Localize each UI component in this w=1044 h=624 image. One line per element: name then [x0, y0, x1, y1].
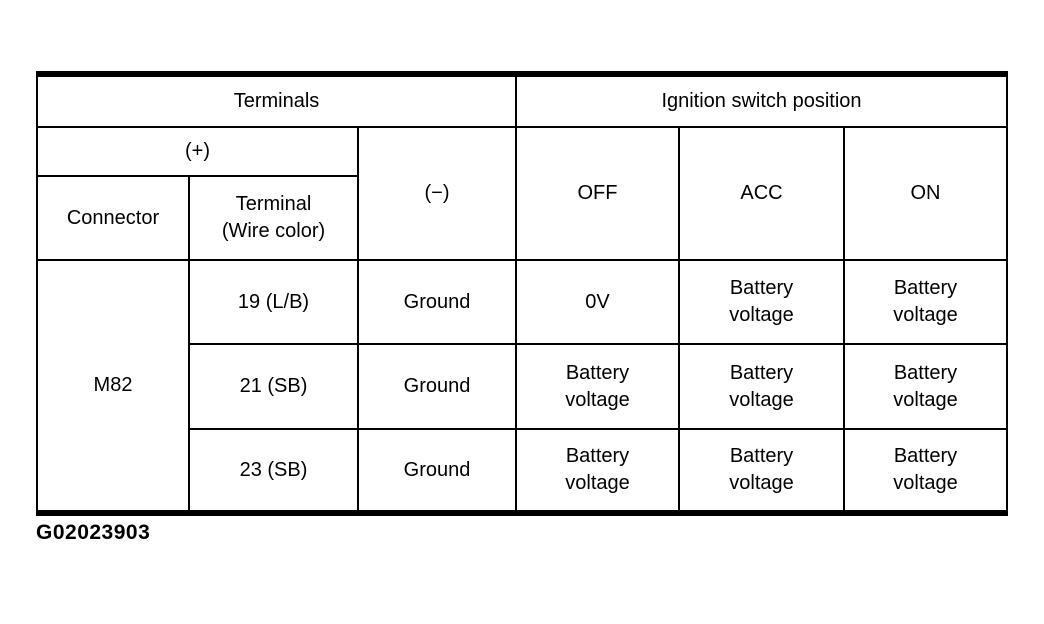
cell-acc: Battery voltage [678, 343, 845, 430]
table-row: M82 19 (L/B) Ground 0V Battery voltage B… [36, 259, 1008, 514]
header-acc: ACC [678, 126, 845, 261]
table-row: 23 (SB) Ground Battery voltage Battery v… [37, 428, 1008, 514]
cell-terminal: 19 (L/B) [188, 259, 359, 345]
cell-on: Battery voltage [843, 343, 1008, 430]
table-subheader-row: (+) (−) OFF ACC ON [36, 126, 1008, 261]
table-subheader-row-2: Connector Terminal (Wire color) [36, 175, 1007, 261]
cell-acc: Battery voltage [678, 259, 845, 345]
cell-minus: Ground [357, 259, 517, 345]
header-ignition-switch-position: Ignition switch position [515, 73, 1008, 128]
cell-on: Battery voltage [843, 428, 1008, 514]
cell-on: Battery voltage [843, 259, 1008, 345]
cell-minus: Ground [357, 343, 517, 430]
cell-off: 0V [515, 259, 680, 345]
cell-connector-m82: M82 [36, 259, 190, 514]
terminal-voltage-table: Terminals Ignition switch position (+) (… [36, 71, 1008, 516]
header-connector: Connector [36, 175, 190, 261]
header-off: OFF [515, 126, 680, 261]
table-row: 21 (SB) Ground Battery voltage Battery v… [37, 343, 1008, 430]
cell-off: Battery voltage [515, 428, 680, 514]
cell-terminal: 21 (SB) [188, 343, 359, 430]
header-minus: (−) [357, 126, 517, 261]
cell-off: Battery voltage [515, 343, 680, 430]
cell-terminal: 23 (SB) [188, 428, 359, 514]
cell-minus: Ground [357, 428, 517, 514]
cell-acc: Battery voltage [678, 428, 845, 514]
header-plus: (+) [36, 126, 359, 177]
header-terminals: Terminals [36, 73, 517, 128]
header-on: ON [843, 126, 1008, 261]
figure-id: G02023903 [36, 521, 151, 544]
header-terminal-wire-color: Terminal (Wire color) [188, 175, 359, 261]
table-header-row: Terminals Ignition switch position [36, 73, 1008, 128]
